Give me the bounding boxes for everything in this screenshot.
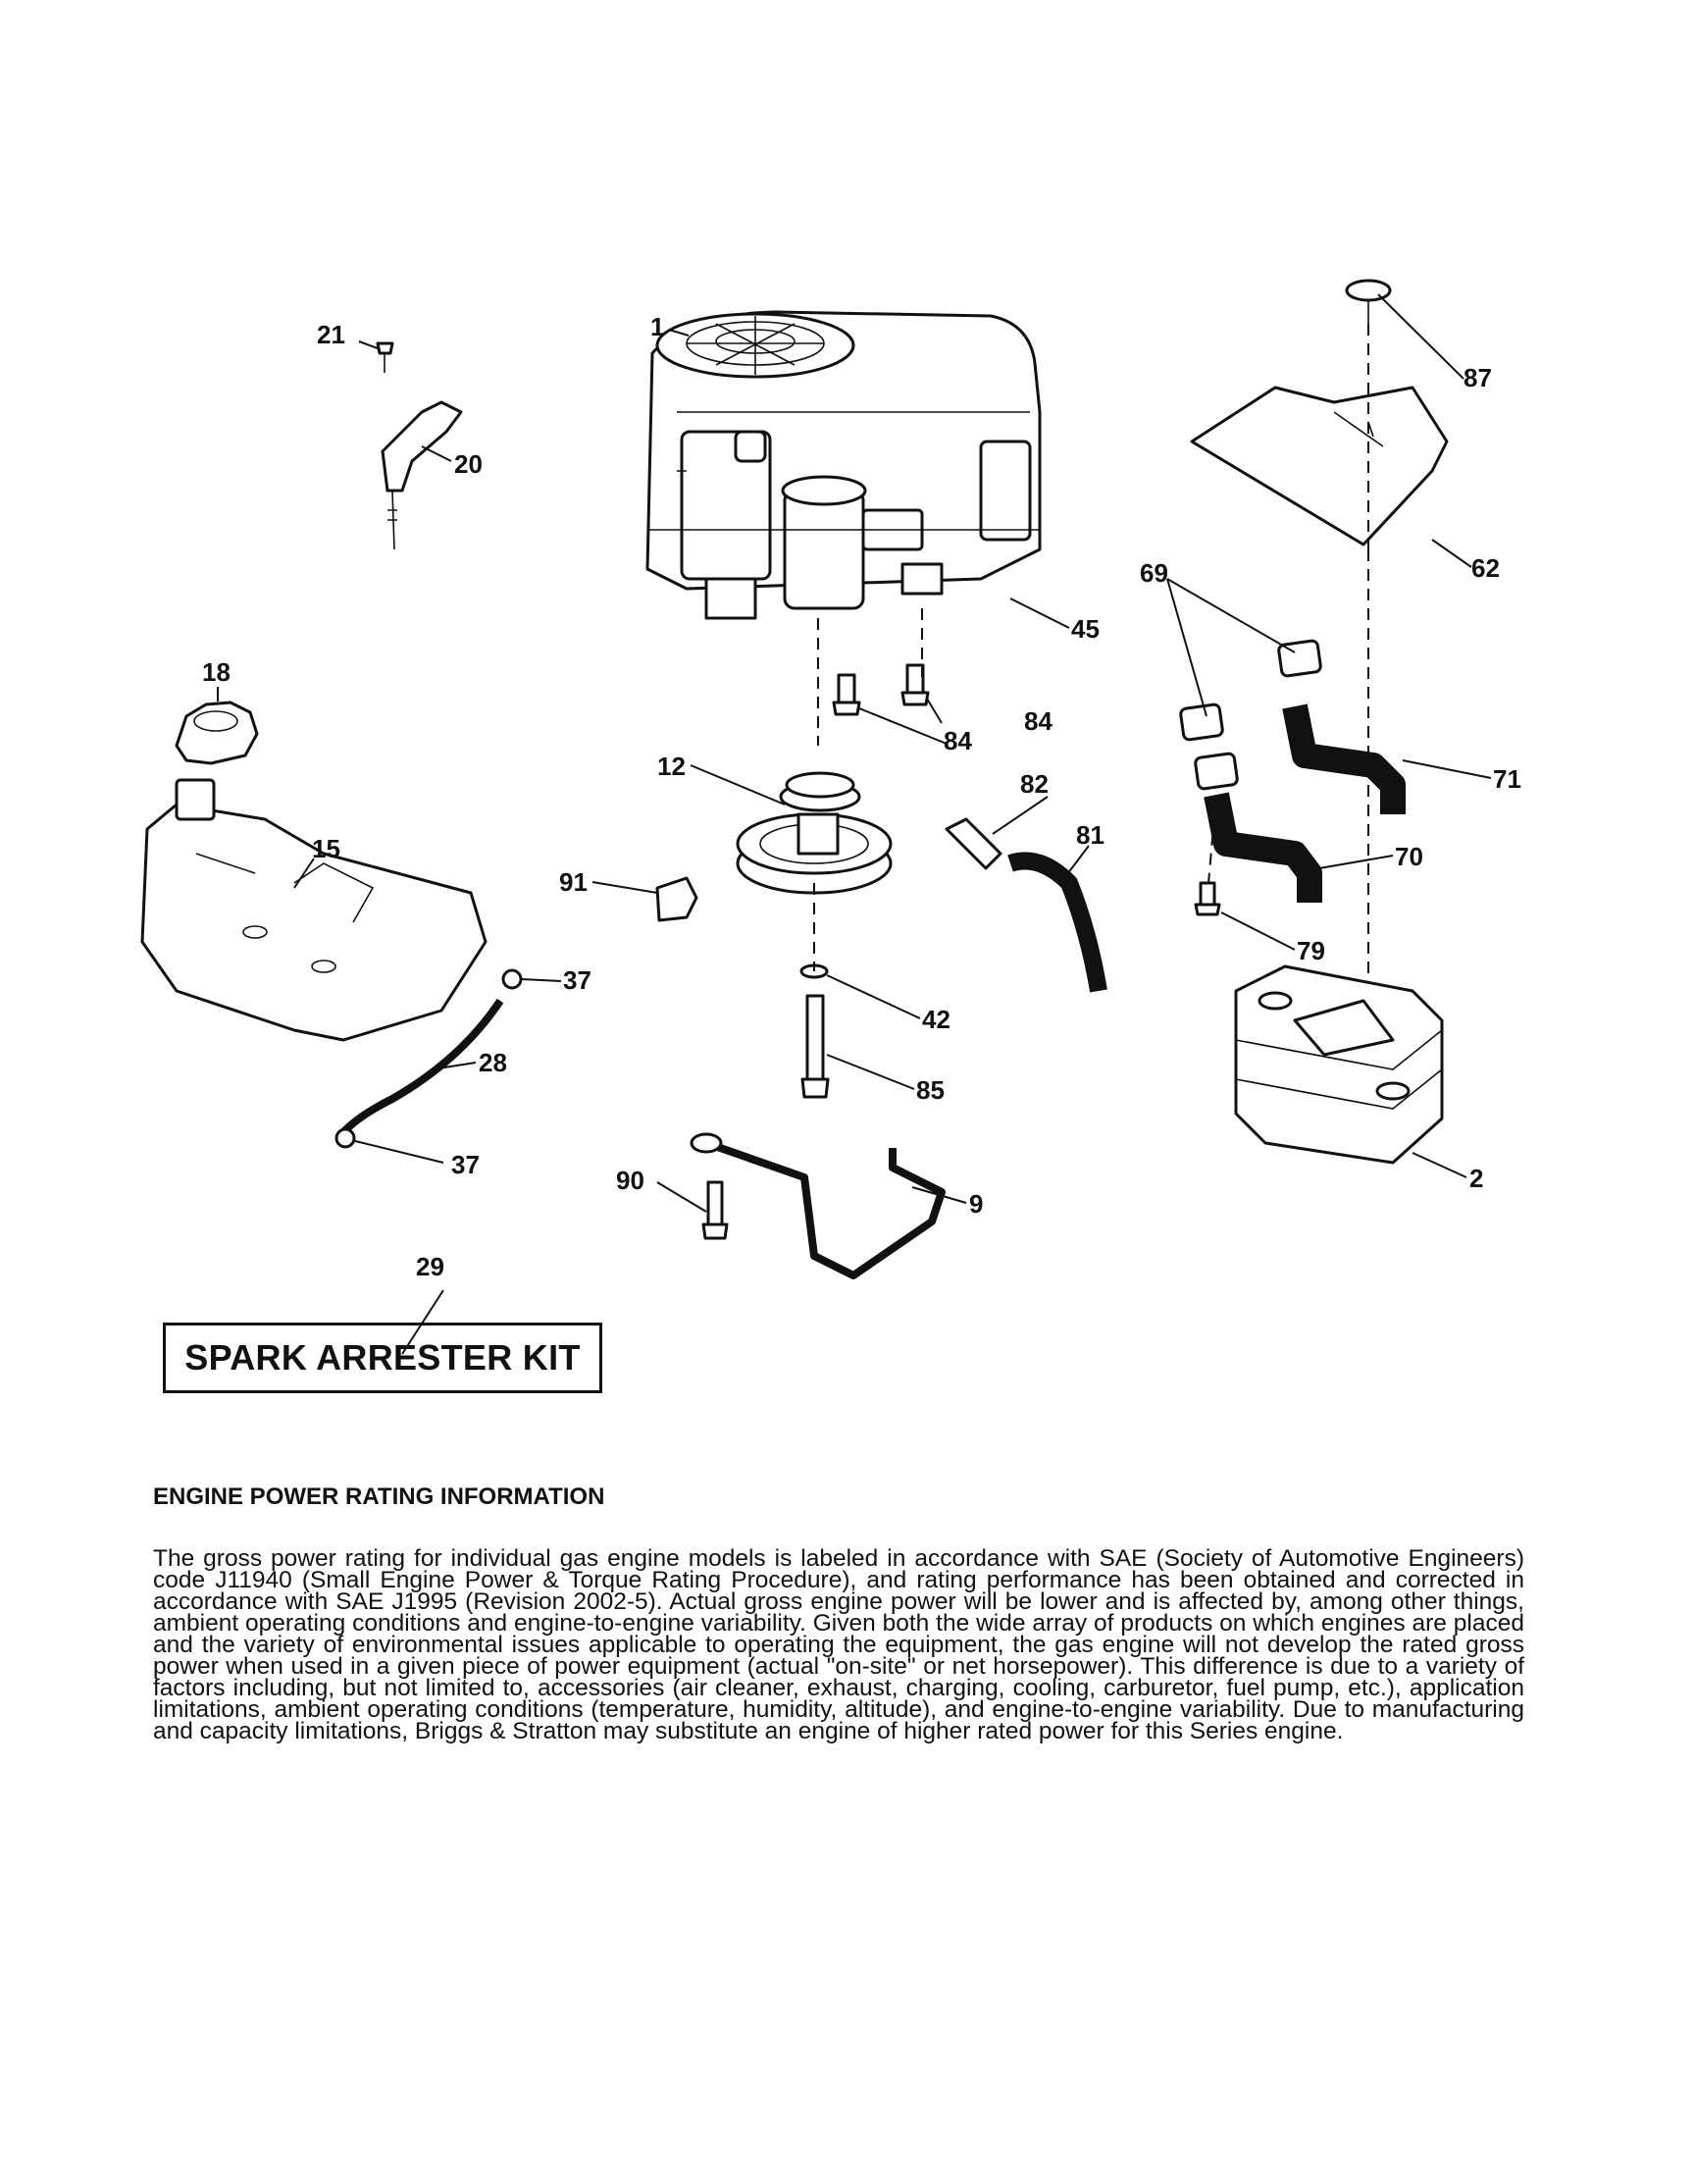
callout-28: 28 xyxy=(479,1048,507,1077)
screw-part-21 xyxy=(376,341,394,373)
spark-arrester-kit-label: SPARK ARRESTER KIT xyxy=(163,1323,602,1393)
hose-part-81 xyxy=(1007,852,1107,993)
gasket-part-69c xyxy=(1194,752,1239,791)
exhaust-pipe-part-71 xyxy=(1282,703,1406,814)
brace-part-9 xyxy=(690,1132,946,1279)
bolt-part-79 xyxy=(1194,881,1221,916)
bolt-part-90 xyxy=(701,1180,729,1240)
gasket-part-69a xyxy=(1179,702,1224,742)
callout-91: 91 xyxy=(559,867,588,897)
callout-12: 12 xyxy=(657,752,686,781)
callout-82: 82 xyxy=(1020,769,1049,799)
callout-69: 69 xyxy=(1140,558,1168,588)
callout-90: 90 xyxy=(616,1166,644,1195)
callout-45: 45 xyxy=(1071,614,1100,644)
exhaust-pipe-part-70 xyxy=(1204,792,1322,903)
nut-part-91 xyxy=(655,876,698,922)
callout-85: 85 xyxy=(916,1075,945,1105)
callout-37a: 37 xyxy=(563,965,591,995)
clamp-part-37a xyxy=(501,968,523,990)
callout-9: 9 xyxy=(969,1189,983,1219)
fuel-tank-part-15 xyxy=(140,778,488,1042)
bolt-part-87 xyxy=(1345,279,1392,324)
bolt-part-85 xyxy=(800,994,830,1099)
callout-18: 18 xyxy=(202,657,231,687)
clamp-part-37b xyxy=(334,1127,356,1149)
leader-lines xyxy=(217,293,1492,1355)
exploded-parts-diagram: 1 21 20 87 62 69 45 18 84 84 12 82 71 15… xyxy=(140,279,1521,1355)
fuel-filter-part-82 xyxy=(945,817,1002,870)
callout-42: 42 xyxy=(922,1005,950,1034)
fuel-cap-part-18 xyxy=(175,701,259,765)
callout-84a: 84 xyxy=(1024,706,1053,736)
heat-shield-part-62 xyxy=(1190,386,1449,546)
engine-power-heading: ENGINE POWER RATING INFORMATION xyxy=(153,1483,605,1510)
muffler-part-2 xyxy=(1234,964,1444,1165)
callout-20: 20 xyxy=(454,449,483,479)
callout-15: 15 xyxy=(312,834,340,863)
callout-1: 1 xyxy=(650,312,664,341)
callout-37b: 37 xyxy=(451,1150,480,1179)
callout-70: 70 xyxy=(1395,842,1423,871)
callout-81: 81 xyxy=(1076,820,1104,850)
fuel-line-part-28 xyxy=(334,998,504,1141)
callout-84b: 84 xyxy=(944,726,972,755)
callout-87: 87 xyxy=(1464,363,1492,392)
throttle-bracket-part-20 xyxy=(381,400,463,550)
callout-21: 21 xyxy=(317,320,345,349)
engine-power-body: The gross power rating for individual ga… xyxy=(153,1545,1524,1744)
callout-79: 79 xyxy=(1297,936,1325,965)
callout-2: 2 xyxy=(1469,1164,1483,1193)
callout-29: 29 xyxy=(416,1252,444,1281)
bolt-part-84b xyxy=(900,663,930,706)
alignment-lines xyxy=(813,324,1369,981)
callout-71: 71 xyxy=(1493,764,1521,794)
bolt-part-84a xyxy=(832,673,861,716)
pulley-part-12 xyxy=(736,771,893,895)
engine-part-1 xyxy=(645,310,1042,620)
callout-62: 62 xyxy=(1471,553,1500,583)
